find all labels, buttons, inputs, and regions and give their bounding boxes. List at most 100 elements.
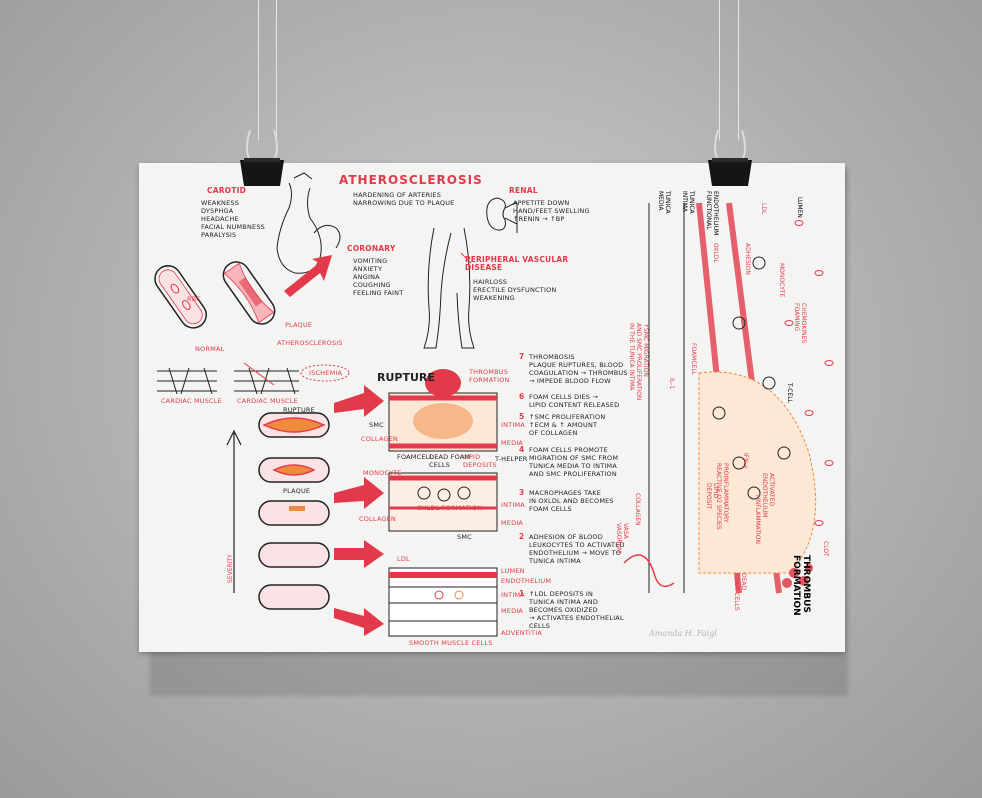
detail-tcell-label: T-CELL xyxy=(786,383,793,403)
progression-arrows xyxy=(334,385,384,636)
ischemia-outline xyxy=(300,364,350,382)
athero-label: ATHEROSCLEROSIS xyxy=(277,339,343,347)
media-label: MEDIA xyxy=(501,439,524,447)
vasa-vasorum xyxy=(623,554,675,588)
cross-section-foam xyxy=(388,472,498,532)
detail-tunica-media-label: TUNICA MEDIA xyxy=(657,191,671,214)
detail-il1-label: IL-1 xyxy=(668,378,675,389)
binder-clip-right xyxy=(708,129,752,186)
pvd-label: PERIPHERAL VASCULAR DISEASE xyxy=(465,255,569,272)
thrombus-cluster xyxy=(782,564,813,588)
foamcell-label: FOAMCELL xyxy=(397,453,434,461)
poster-title: ATHEROSCLEROSIS xyxy=(339,173,483,187)
collagen2-label: COLLAGEN xyxy=(359,515,396,523)
detail-ifn-label: IFN-γ xyxy=(742,453,749,469)
cardiac-muscle-label-1: CARDIAC MUSCLE xyxy=(161,397,222,405)
t-helper-label: T-HELPER xyxy=(495,455,528,463)
dead-foam-label: DEAD FOAM CELLS xyxy=(429,453,471,469)
progression-vessels xyxy=(258,412,330,610)
coronary-arrow xyxy=(284,255,332,297)
detail-proinflam-label: PROINFLAMMATORY REACTIVE O2 SPECIES xyxy=(715,463,729,530)
ischemia-label: ISCHEMIA xyxy=(309,369,343,377)
detail-lumen-label: LUMEN xyxy=(796,197,803,218)
detail-inflammation-label: ↑INFLAMMATION xyxy=(754,493,761,544)
normal-label: NORMAL xyxy=(195,345,225,353)
step-text: FOAM CELLS DIES → LIPID CONTENT RELEASED xyxy=(529,393,620,409)
adventitia-label: ADVENTITIA xyxy=(501,629,542,637)
detail-foamcell-label: FOAMCELL xyxy=(690,343,697,376)
media2-label: MEDIA xyxy=(501,519,524,527)
endothelium-label: ENDOTHELIUM xyxy=(501,577,552,585)
detail-dead-cells-label: DEAD FOAM CELLS xyxy=(733,573,747,611)
hanging-wire-left xyxy=(258,0,259,140)
progression-plaque-label: PLAQUE xyxy=(283,487,311,495)
legs-sketch xyxy=(423,227,475,349)
lipid-deposits-label: LIPID DEPOSITS xyxy=(463,453,497,469)
detail-panel xyxy=(648,202,817,594)
vessel-normal xyxy=(154,265,208,329)
detail-activated-label: ACTIVATED ENDOTHELIUM xyxy=(761,473,775,518)
hanging-wire-right-2 xyxy=(738,0,739,140)
oxldl-label: OXLDL FORMATION xyxy=(417,504,483,512)
step-number: 1 xyxy=(519,589,525,598)
kidney-sketch xyxy=(486,197,518,233)
step-text: ADHESION OF BLOOD LEUKOCYTES TO ACTIVATE… xyxy=(529,533,625,565)
ldl-label: LDL xyxy=(397,555,410,563)
detail-ldl-label: LDL xyxy=(760,203,767,215)
detail-adhesion-label: ADHESION xyxy=(744,243,751,275)
monocyte-label: MONOCYTE xyxy=(363,469,402,477)
intima3-label: INTIMA xyxy=(501,591,525,599)
step-number: 4 xyxy=(519,445,525,454)
vessel-athero xyxy=(222,261,276,325)
step-text: MACROPHAGES TAKE IN OXLDL AND BECOMES FO… xyxy=(529,489,614,513)
detail-clot-label: CLOT xyxy=(822,541,829,557)
detail-rbcs xyxy=(784,220,834,526)
coronary-symptoms: VOMITING ANXIETY ANGINA COUGHING FEELING… xyxy=(353,257,404,297)
detail-vasa-label: VASA VASORUM xyxy=(615,523,629,554)
cross-section-rupture xyxy=(388,369,498,452)
step-text: FOAM CELLS PROMOTE MIGRATION OF SMC FROM… xyxy=(529,446,619,478)
detail-endothelium-label: ENDOTHELIUM FUNCTIONAL xyxy=(705,191,719,236)
intima2-label: INTIMA xyxy=(501,501,525,509)
rbc-label: RBC xyxy=(187,295,201,303)
detail-thrombus-label: THROMBUS FORMATION xyxy=(791,555,811,616)
step-text: THROMBOSIS PLAQUE RUPTURES, BLOOD COAGUL… xyxy=(529,353,628,385)
heart-sketch xyxy=(276,172,341,274)
step-number: 5 xyxy=(519,412,525,421)
severity-label: SEVERITY xyxy=(227,554,234,583)
pvd-symptoms: HAIRLOSS ERECTILE DYSFUNCTION WEAKENING xyxy=(473,278,557,302)
binder-clip-left xyxy=(240,129,284,186)
plaque-label: PLAQUE xyxy=(285,321,313,329)
artist-signature: Amanda H. Faigl xyxy=(649,629,717,638)
poster-sheet: ATHEROSCLEROSIS HARDENING OF ARTERIES NA… xyxy=(139,163,845,652)
intima-label: INTIMA xyxy=(501,421,525,429)
detail-collagen-label: COLLAGEN xyxy=(634,493,641,526)
detail-monocyte-label: MONOCYTE xyxy=(778,263,785,298)
smc-label: SMC xyxy=(369,421,384,429)
renal-label: RENAL xyxy=(509,186,538,195)
carotid-label: CAROTID xyxy=(207,186,246,195)
collagen-label: COLLAGEN xyxy=(361,435,398,443)
poster-drawings xyxy=(154,172,834,637)
thrombus-label: THROMBUS FORMATION xyxy=(469,368,510,384)
cardiac-muscle-sketch xyxy=(157,362,299,395)
step-number: 6 xyxy=(519,392,525,401)
cross-section-ldl xyxy=(388,567,498,637)
cardiac-muscle-label-2: CARDIAC MUSCLE xyxy=(237,397,298,405)
carotid-symptoms: WEAKNESS DYSPHGA HEADACHE FACIAL NUMBNES… xyxy=(201,199,265,239)
media3-label: MEDIA xyxy=(501,607,524,615)
step-text: ↑LDL DEPOSITS IN TUNICA INTIMA AND BECOM… xyxy=(529,590,624,630)
detail-smc-note: ↑SMC MIGRATION AND SMC PROLIFERATION IN … xyxy=(628,323,649,401)
step-number: 3 xyxy=(519,488,525,497)
rupture-title: RUPTURE xyxy=(377,371,435,384)
renal-symptoms: APPETITE DOWN HAND/FEET SWELLING ↑RENIN … xyxy=(513,199,590,223)
progression-rupture-label: RUPTURE xyxy=(283,406,315,414)
smooth-muscle-label: SMOOTH MUSCLE CELLS xyxy=(409,639,493,647)
smc2-label: SMC xyxy=(457,533,472,541)
coronary-label: CORONARY xyxy=(347,244,396,253)
lumen-label: LUMEN xyxy=(501,567,525,575)
detail-tunica-intima-label: TUNICA INTIMA xyxy=(681,191,695,214)
hanging-wire-right xyxy=(719,0,720,140)
hanging-wire-left-2 xyxy=(276,0,277,140)
severity-arrow xyxy=(226,429,242,593)
